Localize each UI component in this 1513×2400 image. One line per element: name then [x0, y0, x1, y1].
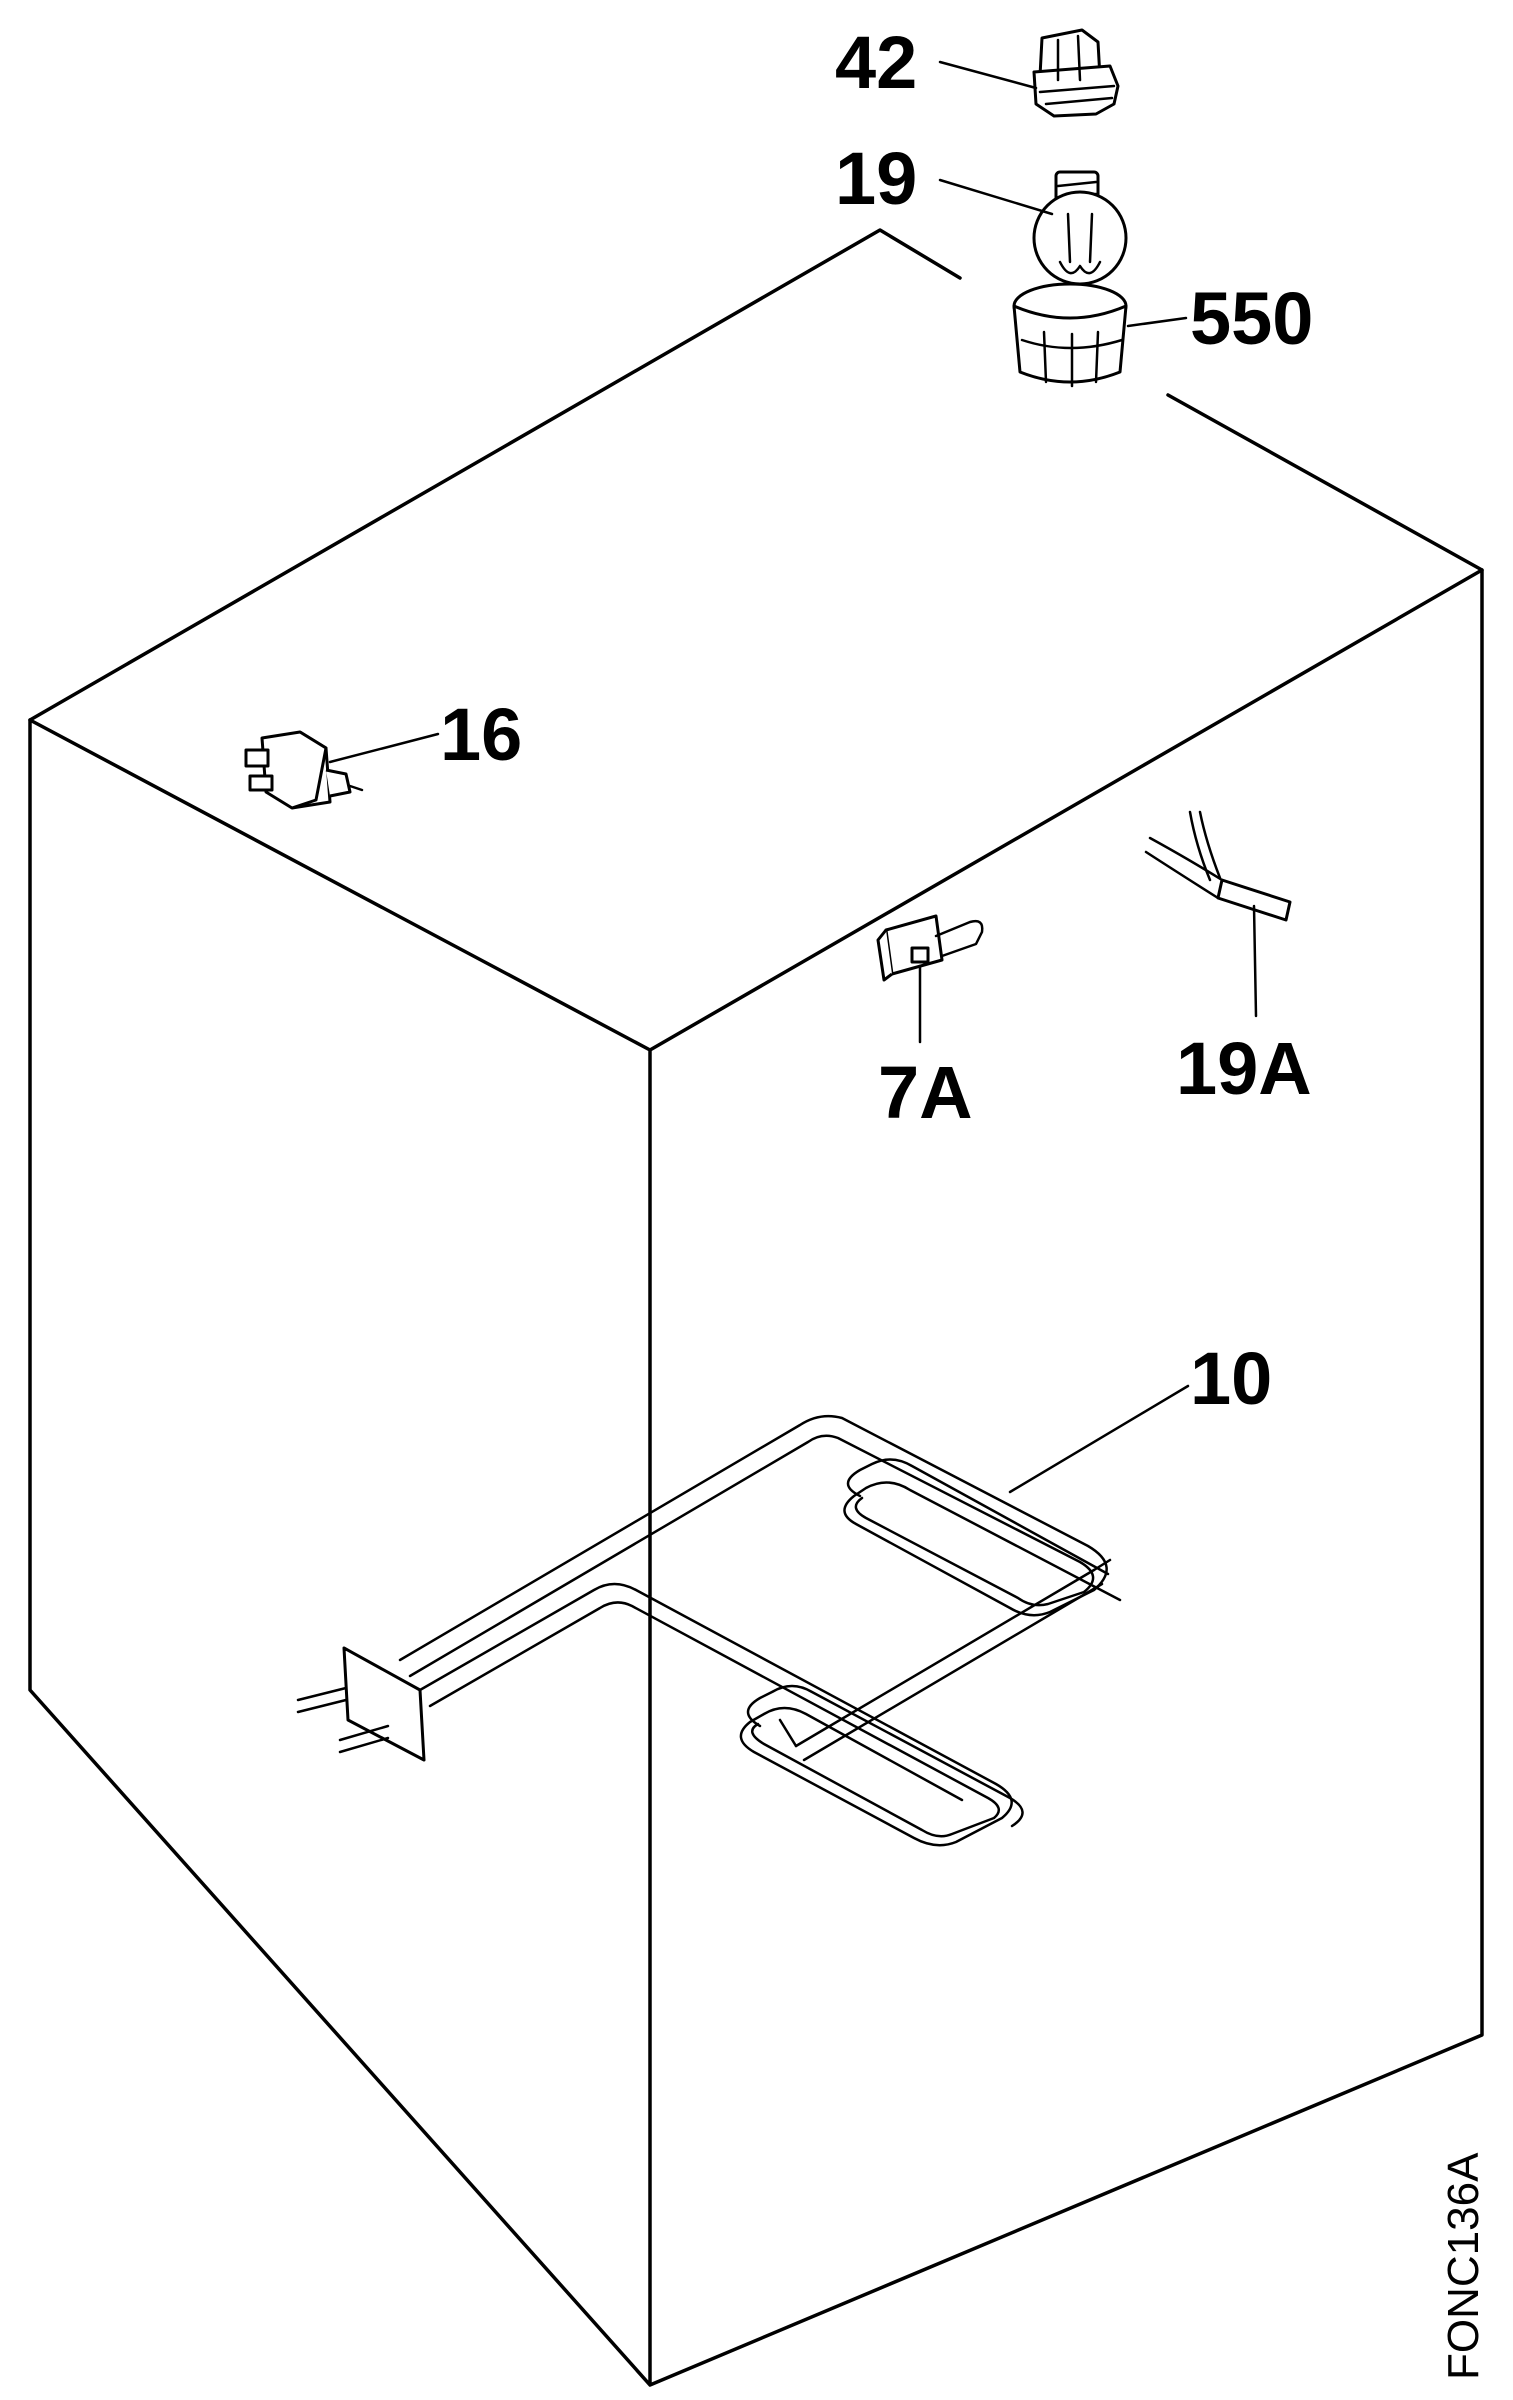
label-part-42: 42	[835, 21, 917, 104]
lamp-bulb-part-19	[1032, 170, 1128, 286]
label-part-19a: 19A	[1176, 1027, 1312, 1110]
leader-19	[938, 178, 1054, 216]
leader-10	[1008, 1384, 1190, 1494]
sensor-probe-part-19a	[1144, 810, 1292, 922]
label-part-10: 10	[1190, 1337, 1272, 1420]
label-part-19: 19	[835, 137, 917, 220]
leader-42	[938, 60, 1038, 90]
label-part-16: 16	[440, 693, 522, 776]
label-part-7a: 7A	[878, 1051, 973, 1134]
oven-cabinet-outline	[28, 228, 1484, 2387]
label-part-550: 550	[1190, 277, 1313, 360]
lamp-cap-part-42	[1032, 28, 1120, 118]
switch-part-16	[244, 730, 364, 810]
drawing-code: FONC136A	[1439, 2152, 1488, 2380]
lamp-cover-part-550	[1012, 282, 1128, 388]
leader-550	[1126, 316, 1188, 328]
heating-element-part-10	[296, 1414, 1122, 1847]
leader-19a	[1252, 904, 1258, 1018]
door-switch-part-7a	[876, 914, 984, 982]
leader-16	[328, 732, 440, 764]
